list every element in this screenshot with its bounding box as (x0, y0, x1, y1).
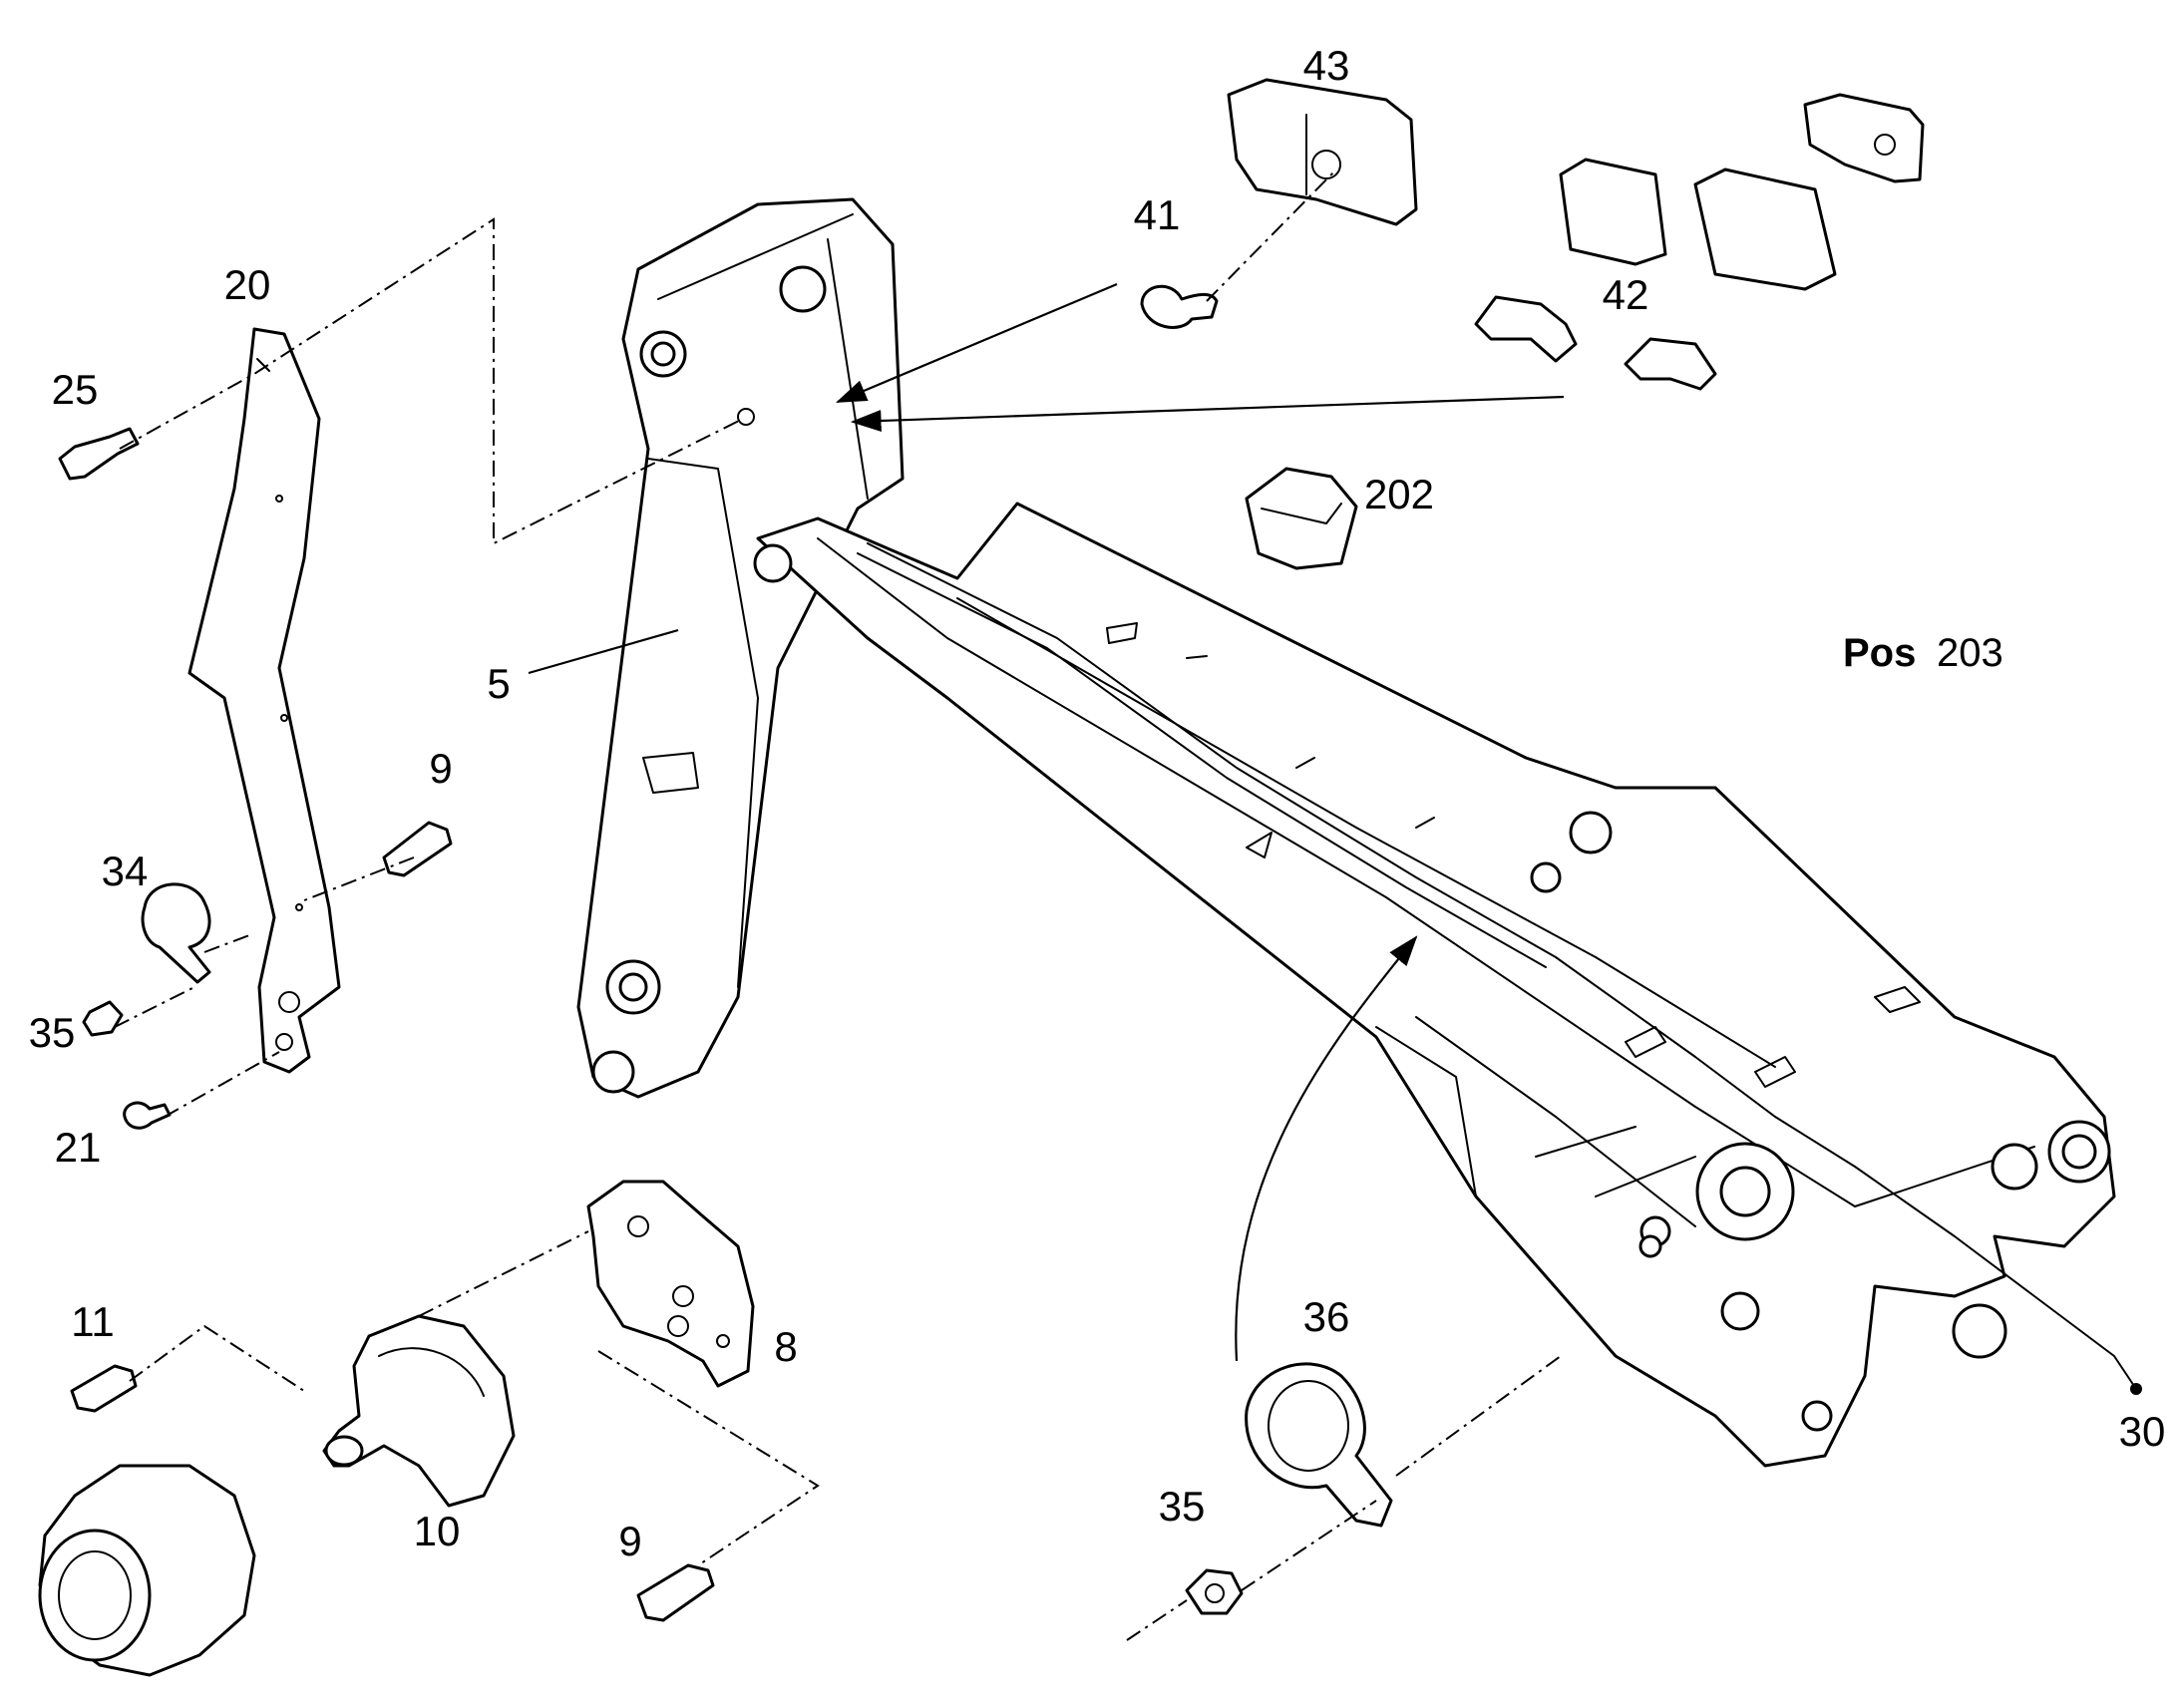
screw-21 (123, 1101, 172, 1130)
lever-link-assembly (58, 217, 744, 1130)
callout-43: 43 (1303, 42, 1350, 89)
callout-25: 25 (52, 366, 99, 413)
nut-35-left (82, 1000, 124, 1037)
callout-9-lower: 9 (618, 1518, 641, 1564)
screw-41 (1140, 284, 1219, 329)
hub-10 (322, 1314, 516, 1508)
cover-plate-8 (586, 1180, 755, 1388)
callout-41: 41 (1134, 191, 1181, 238)
callout-34: 34 (102, 848, 149, 894)
callout-36: 36 (1303, 1293, 1350, 1340)
callout-8: 8 (774, 1323, 797, 1370)
boom-upright-arm (576, 197, 905, 1099)
cable-harness (867, 542, 2135, 1387)
callout-202: 202 (1364, 471, 1434, 517)
clip-42-right (1624, 337, 1717, 391)
clip-42-left (1474, 295, 1578, 363)
callout-9-upper: 9 (429, 745, 452, 792)
callout-10: 10 (414, 1508, 461, 1554)
connector-42-right (1693, 168, 1837, 291)
position-prefix: Pos (1843, 631, 1916, 675)
callout-20: 20 (224, 261, 271, 308)
callout-labels: 43 41 42 202 20 25 5 9 34 35 21 11 8 10 … (29, 42, 2166, 1564)
boom-arm-assembly (576, 197, 2142, 1468)
connector-42-left (1559, 158, 1667, 266)
callout-35-right: 35 (1159, 1483, 1206, 1530)
callout-11: 11 (71, 1298, 115, 1345)
bolt-9-lower (636, 1563, 715, 1622)
position-number: 203 (1937, 631, 2003, 675)
hub-assembly (38, 1180, 820, 1677)
callout-35-left: 35 (29, 1009, 76, 1056)
leader-lines (528, 282, 1565, 1362)
small-parts (1126, 78, 1925, 1641)
nut-35-right (1185, 1568, 1244, 1615)
callout-21: 21 (55, 1124, 102, 1171)
clamp-34 (141, 882, 211, 984)
screw-25 (58, 427, 140, 481)
callout-30: 30 (2119, 1408, 2166, 1455)
bolt-11 (70, 1364, 138, 1413)
lever-link-20 (187, 327, 341, 1074)
clamp-36 (1245, 1362, 1393, 1528)
clip-small (1803, 93, 1925, 183)
callout-5: 5 (487, 660, 510, 707)
bolt-9-upper (382, 821, 453, 877)
callout-42: 42 (1603, 271, 1649, 318)
